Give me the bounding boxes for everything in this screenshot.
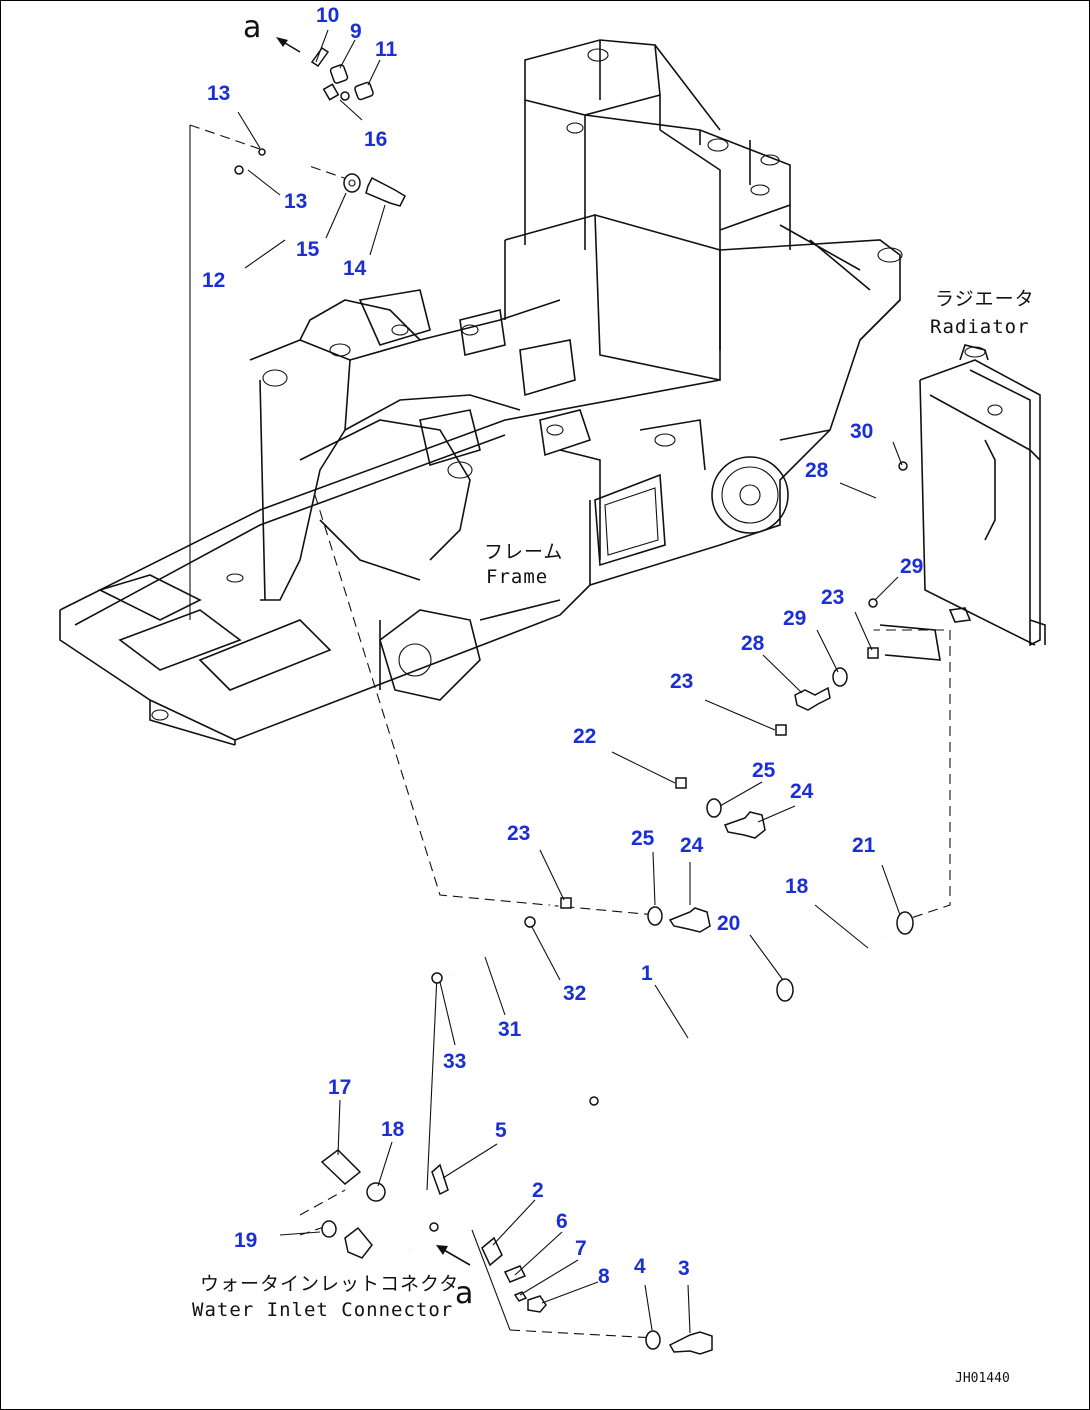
- part-label-9: 9: [350, 20, 362, 43]
- part-label-11: 11: [375, 38, 398, 61]
- part-label-7: 7: [575, 1237, 587, 1260]
- part-label-24b: 24: [680, 834, 704, 857]
- radiator-label-jp: ラジエータ: [935, 288, 1035, 310]
- bolt-3-washer-4: [645, 1330, 713, 1355]
- part-label-25a: 25: [752, 759, 776, 782]
- hose-19: [776, 911, 914, 1002]
- part-label-18b: 19: [234, 1229, 257, 1252]
- part-label-25b: 25: [631, 827, 655, 850]
- part-label-13b: 13: [284, 190, 307, 213]
- part-label-31: 31: [498, 1018, 522, 1041]
- part-label-5: 5: [495, 1119, 507, 1142]
- part-label-2: 2: [532, 1179, 544, 1202]
- pipe-28-22: [544, 461, 941, 912]
- frame-label-en: Frame: [486, 566, 548, 588]
- part-label-17: 17: [328, 1076, 351, 1099]
- part-label-10: 10: [316, 4, 339, 27]
- radiator-drawing: [919, 344, 1046, 647]
- part-label-13: 13: [207, 82, 230, 105]
- water-inlet-label-en: Water Inlet Connector: [192, 1299, 453, 1321]
- part-label-1: 1: [641, 962, 653, 985]
- part-label-3: 3: [678, 1257, 690, 1280]
- letter-a-top: a: [243, 10, 261, 45]
- part-label-23c: 23: [507, 822, 530, 845]
- water-inlet-label-jp: ウォータインレットコネクタ: [200, 1273, 459, 1295]
- part-label-26: 28: [741, 632, 765, 655]
- bolts-24-washers-25: [647, 798, 766, 933]
- bolt-26-washer-27: [794, 667, 848, 711]
- part-label-28: 28: [805, 459, 829, 482]
- part-label-23b: 23: [670, 670, 693, 693]
- part-number-labels: 10 9 11 13 16 13 15 14 12 30 28 29 23 29…: [202, 4, 923, 1288]
- part-label-32: 32: [563, 982, 586, 1005]
- part-label-14: 14: [343, 257, 367, 280]
- leader-dashed-lines: [189, 124, 951, 1339]
- part-label-22: 22: [573, 725, 596, 748]
- radiator-label-en: Radiator: [930, 316, 1030, 338]
- pipe-1: [387, 975, 769, 1254]
- leader-line-33: [426, 974, 438, 1191]
- part-label-33: 33: [443, 1050, 466, 1073]
- part-label-15: 15: [296, 238, 320, 261]
- part-label-19: 18: [785, 875, 809, 898]
- bolt-14-washer-15: [343, 173, 406, 207]
- part-label-8: 8: [598, 1265, 610, 1288]
- part-label-23a: 23: [821, 586, 844, 609]
- part-label-20: 20: [717, 912, 740, 935]
- connector-parts: [320, 1149, 386, 1259]
- frame-label-jp: フレーム: [484, 541, 563, 563]
- top-fittings: [276, 37, 374, 121]
- part-label-6: 6: [556, 1210, 568, 1233]
- letter-a-bottom: a: [455, 1276, 473, 1311]
- part-label-27: 29: [783, 607, 806, 630]
- part-12-hose: [234, 83, 340, 316]
- part-label-21: 21: [852, 834, 876, 857]
- part-label-30: 30: [850, 420, 873, 443]
- callout-texts: a a ラジエータ Radiator フレーム Frame ウォータインレットコ…: [192, 10, 1035, 1386]
- hose-31: [431, 916, 536, 984]
- leader-line-a: [471, 1229, 511, 1331]
- part-label-12: 12: [202, 269, 225, 292]
- drawing-id: JH01440: [955, 1371, 1010, 1386]
- part-leaders: [237, 29, 903, 1334]
- part-label-18a: 18: [381, 1118, 405, 1141]
- part-label-4: 4: [634, 1255, 646, 1278]
- part-label-16: 16: [364, 128, 387, 151]
- part-label-24a: 24: [790, 780, 814, 803]
- part-label-29: 29: [900, 555, 923, 578]
- frame-drawing: [59, 39, 903, 746]
